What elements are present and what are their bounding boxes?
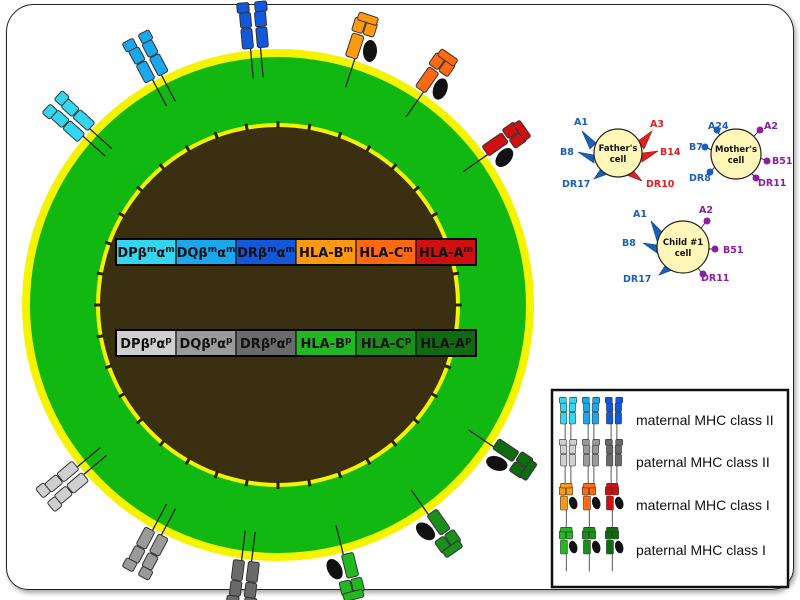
- allele-a24: A24: [708, 121, 729, 132]
- nuclear-pore: [104, 364, 113, 370]
- nuclear-pore: [390, 163, 398, 171]
- nuclear-pore: [184, 457, 191, 466]
- allele-a2: A2: [699, 205, 713, 216]
- nucleus: [100, 127, 456, 483]
- nuclear-pore: [337, 131, 343, 140]
- allele-dr10: DR10: [646, 179, 675, 190]
- mother-cell-name-2: cell: [728, 156, 745, 166]
- gene-label-dp: DPβmαm: [117, 245, 174, 261]
- nuclear-pore: [117, 392, 126, 399]
- father-cell-name-2: cell: [610, 155, 627, 165]
- nuclear-pore: [213, 131, 219, 140]
- paternal-hla-bar: DPβpαp DQβpαp DRβpαp HLA-Bp HLA-Cp HLA-Ap: [115, 329, 477, 357]
- legend: maternal MHC class II paternal MHC class…: [550, 388, 790, 589]
- allele-dr17: DR17: [623, 274, 651, 285]
- allele-a1: A1: [633, 209, 647, 220]
- child-cell-name-2: cell: [675, 249, 692, 259]
- child-cell-body: [656, 220, 710, 274]
- nuclear-pore: [244, 123, 249, 131]
- gene-label-b: HLA-Bp: [301, 336, 353, 352]
- allele-a2: A2: [764, 121, 778, 132]
- allele-dr11: DR11: [701, 273, 729, 284]
- nuclear-pore: [365, 457, 372, 466]
- nuclear-pore: [430, 211, 439, 218]
- cell: [22, 49, 534, 561]
- nuclear-pore: [158, 163, 166, 171]
- nuclear-pore: [213, 470, 219, 479]
- gene-label-dr: DRβmαm: [237, 245, 295, 261]
- gene-segment-a: [415, 238, 477, 266]
- nuclear-pore: [117, 211, 126, 218]
- nuclear-pore: [412, 185, 420, 193]
- gene-label-dq: DQβpαp: [180, 336, 234, 352]
- allele-b7: B7: [689, 142, 703, 153]
- nuclear-pore: [158, 439, 166, 447]
- gene-label-c: HLA-Cp: [361, 336, 412, 352]
- nuclear-pore: [104, 240, 113, 246]
- child-cell: Child #1 cell A1 B8 DR17 A2 B51 DR11: [622, 205, 743, 285]
- nuclear-pore: [430, 392, 439, 399]
- allele-b8: B8: [560, 147, 574, 158]
- gene-bar-frame: [115, 329, 477, 357]
- nuclear-pores: [94, 121, 462, 489]
- nuclear-pore: [390, 439, 398, 447]
- gene-label-dp: DPβpαp: [120, 336, 172, 352]
- mother-cell: Mother's cell A24 B7 DR8 A2 B51 DR11: [689, 121, 792, 189]
- allele-a1: A1: [574, 117, 588, 128]
- nuclear-pore: [96, 334, 104, 339]
- allele-b51: B51: [772, 156, 792, 167]
- allele-b51: B51: [723, 245, 743, 256]
- child-cell-name: Child #1: [663, 238, 703, 248]
- gene-label-a: HLA-Ap: [420, 336, 472, 352]
- gene-label-c: HLA-Cm: [359, 245, 413, 261]
- nuclear-pore: [412, 417, 420, 425]
- gene-label-dq: DQβmαm: [177, 245, 236, 261]
- nuclear-pore: [443, 364, 452, 370]
- legend-paternal-class1: paternal MHC class I: [636, 542, 766, 558]
- allele-a3: A3: [650, 119, 664, 130]
- nuclear-pore: [365, 144, 372, 153]
- allele-dr11: DR11: [758, 178, 786, 189]
- nuclear-pore: [307, 123, 312, 131]
- nuclear-pore: [452, 271, 460, 276]
- nuclear-pore: [307, 479, 312, 487]
- father-cell: Father's cell A1 B8 DR17 A3 B14 DR10: [560, 117, 681, 190]
- nuclear-pore: [184, 144, 191, 153]
- nuclear-pore: [244, 479, 249, 487]
- father-cell-body: [593, 128, 643, 178]
- mother-cell-name: Mother's: [715, 145, 757, 155]
- father-cell-name: Father's: [599, 144, 638, 154]
- allele-b14: B14: [660, 147, 681, 158]
- gene-label-a: HLA-Am: [419, 245, 473, 261]
- slide-frame: [6, 4, 794, 590]
- gene-segment-c: [355, 238, 417, 266]
- gene-label-b: HLA-Bm: [299, 245, 353, 261]
- nuclear-pore: [136, 417, 144, 425]
- gene-bar-frame: [115, 238, 477, 266]
- allele-dr8: DR8: [689, 173, 711, 184]
- nuclear-pore: [136, 185, 144, 193]
- gene-label-dr: DRβpαp: [240, 336, 293, 352]
- nuclear-pore: [337, 470, 343, 479]
- nuclear-pore: [96, 271, 104, 276]
- legend-maternal-class2: maternal MHC class II: [636, 412, 774, 428]
- gene-segment-b: [295, 238, 357, 266]
- allele-dr17: DR17: [562, 179, 590, 190]
- legend-maternal-class1: maternal MHC class I: [636, 497, 770, 513]
- allele-b8: B8: [622, 238, 636, 249]
- legend-paternal-class2: paternal MHC class II: [636, 454, 770, 470]
- mother-cell-body: [710, 128, 762, 180]
